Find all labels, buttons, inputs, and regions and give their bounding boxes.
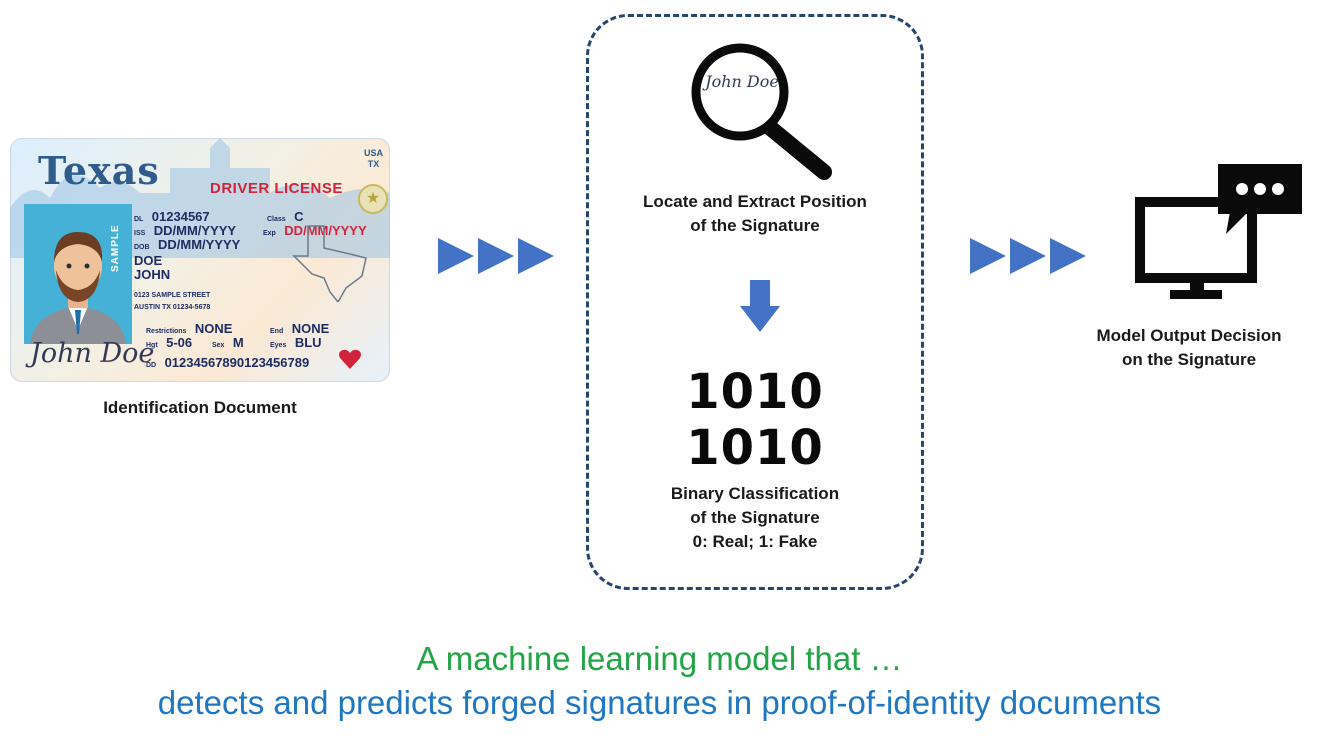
card-title: DRIVER LICENSE bbox=[210, 180, 343, 197]
triangle-arrow-icon bbox=[478, 238, 514, 274]
portrait-illustration bbox=[30, 232, 126, 344]
triangle-arrow-icon bbox=[1010, 238, 1046, 274]
card-country-usa: USA bbox=[364, 148, 384, 158]
binary-caption-line1: Binary Classification bbox=[670, 484, 840, 503]
magnifier-signature-text: John Doe bbox=[705, 72, 779, 91]
triangle-arrow-icon bbox=[970, 238, 1006, 274]
sex-value: M bbox=[232, 335, 244, 350]
binary-caption-line3: 0: Real; 1: Fake bbox=[692, 532, 818, 551]
binary-line1: 1010 bbox=[686, 364, 824, 420]
binary-line2: 1010 bbox=[686, 420, 824, 476]
headline-line1: A machine learning model that … bbox=[416, 640, 903, 677]
dob-label: DOB bbox=[134, 244, 150, 251]
exp-label: Exp bbox=[263, 230, 276, 237]
sex-label: Sex bbox=[212, 342, 225, 349]
eyes-field: Eyes BLU bbox=[270, 334, 322, 352]
hgt-value: 5-06 bbox=[166, 335, 193, 350]
exp-field: Exp DD/MM/YYYY bbox=[263, 222, 367, 240]
end-field: End NONE bbox=[270, 320, 329, 338]
locate-caption: Locate and Extract Position of the Signa… bbox=[596, 190, 914, 238]
process-box bbox=[586, 14, 924, 590]
exp-date: DD/MM/YYYY bbox=[284, 223, 367, 238]
photo-sample-watermark: SAMPLE bbox=[110, 224, 121, 272]
output-caption: Model Output Decision on the Signature bbox=[1060, 324, 1318, 372]
heart-icon bbox=[339, 349, 361, 369]
address-line2: AUSTIN TX 01234-5678 bbox=[134, 304, 211, 311]
iss-date: DD/MM/YYYY bbox=[153, 223, 237, 238]
eyes-value: BLU bbox=[294, 335, 322, 350]
dob-field: DOB DD/MM/YYYY bbox=[134, 236, 240, 254]
dd-label: DD bbox=[146, 362, 157, 369]
star-seal-icon: ★ bbox=[358, 184, 388, 214]
last-name-value: DOE bbox=[134, 253, 163, 268]
card-signature: John Doe bbox=[30, 338, 155, 369]
end-label: End bbox=[270, 328, 284, 335]
dd-number: 01234567890123456789 bbox=[164, 355, 310, 370]
hgt-label: Hgt bbox=[146, 342, 158, 349]
state-outline-icon bbox=[292, 225, 367, 302]
headline-line2: detects and predicts forged signatures i… bbox=[157, 684, 1162, 721]
class-label: Class bbox=[267, 216, 286, 223]
binary-code: 1010 1010 bbox=[645, 364, 865, 476]
triangle-arrow-icon bbox=[438, 238, 474, 274]
binary-caption-line2: of the Signature bbox=[690, 508, 820, 527]
locate-caption-line2: of the Signature bbox=[690, 216, 820, 235]
restrictions-value: NONE bbox=[194, 321, 233, 336]
restrictions-field: Restrictions NONE bbox=[146, 320, 232, 338]
triangle-arrow-icon bbox=[518, 238, 554, 274]
triangle-arrows-left bbox=[438, 238, 554, 274]
down-arrow-icon bbox=[740, 280, 780, 332]
dl-number: 01234567 bbox=[151, 209, 210, 224]
dl-label: DL bbox=[134, 216, 144, 223]
last-name: DOE bbox=[134, 252, 162, 270]
output-caption-line1: Model Output Decision bbox=[1096, 326, 1282, 345]
output-caption-line2: on the Signature bbox=[1121, 350, 1257, 369]
first-name-value: JOHN bbox=[134, 267, 171, 282]
monitor-icon bbox=[1135, 164, 1302, 299]
card-state-name: Texas bbox=[38, 148, 160, 193]
card-country-tx: TX bbox=[367, 159, 380, 169]
first-name: JOHN bbox=[134, 266, 170, 284]
sex-field: Sex M bbox=[212, 334, 244, 352]
locate-caption-line1: Locate and Extract Position bbox=[643, 192, 867, 211]
dob-date: DD/MM/YYYY bbox=[158, 237, 241, 252]
iss-label: ISS bbox=[134, 230, 146, 237]
class-field: Class C bbox=[267, 208, 304, 226]
address-line1: 0123 SAMPLE STREET bbox=[134, 292, 211, 299]
binary-caption: Binary Classification of the Signature 0… bbox=[596, 482, 914, 554]
class-value: C bbox=[294, 209, 304, 224]
triangle-arrow-icon bbox=[1050, 238, 1086, 274]
restrictions-label: Restrictions bbox=[146, 328, 187, 335]
id-card: Texas USA TX DRIVER LICENSE ★ SAMPLE DL … bbox=[10, 138, 390, 382]
identification-document-caption: Identification Document bbox=[103, 398, 297, 417]
hgt-field: Hgt 5-06 bbox=[146, 334, 192, 352]
chat-bubble-icon bbox=[1218, 164, 1302, 234]
magnifier-icon bbox=[691, 43, 832, 180]
triangle-arrows-right bbox=[970, 238, 1086, 274]
portrait-photo bbox=[24, 204, 132, 344]
card-country-badge: USA TX bbox=[364, 148, 383, 170]
end-value: NONE bbox=[291, 321, 330, 336]
dd-field: DD 01234567890123456789 bbox=[146, 354, 309, 372]
dl-field: DL 01234567 bbox=[134, 208, 210, 226]
iss-field: ISS DD/MM/YYYY bbox=[134, 222, 236, 240]
eyes-label: Eyes bbox=[270, 342, 287, 349]
